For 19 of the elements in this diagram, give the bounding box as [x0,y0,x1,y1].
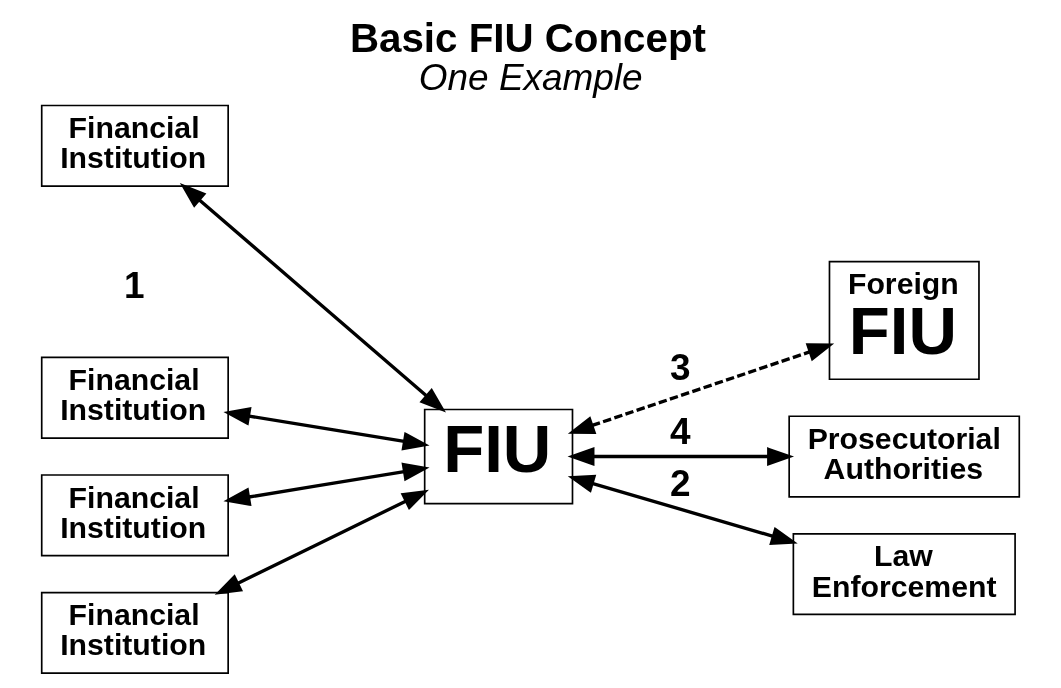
node-box: Financial Institution [40,474,229,557]
node-box: Financial Institution [40,591,229,675]
arrow [223,462,430,507]
arrow [223,406,430,451]
node-box: Prosecutorial Authorities [788,415,1021,498]
node-box: Law Enforcement [792,532,1016,616]
edge-label: 3 [669,347,691,389]
edge-label: 4 [669,411,691,453]
arrow [179,183,446,413]
arrow [567,447,794,466]
node-box: Financial Institution [40,104,229,187]
edge-label: 2 [669,463,691,505]
node-box: FIU [423,408,574,505]
node-box: Foreign FIU [828,260,980,381]
arrow [567,343,835,434]
arrow [567,474,798,545]
arrow [214,489,429,595]
label: 1 [124,264,145,306]
node-box: Financial Institution [40,356,229,439]
